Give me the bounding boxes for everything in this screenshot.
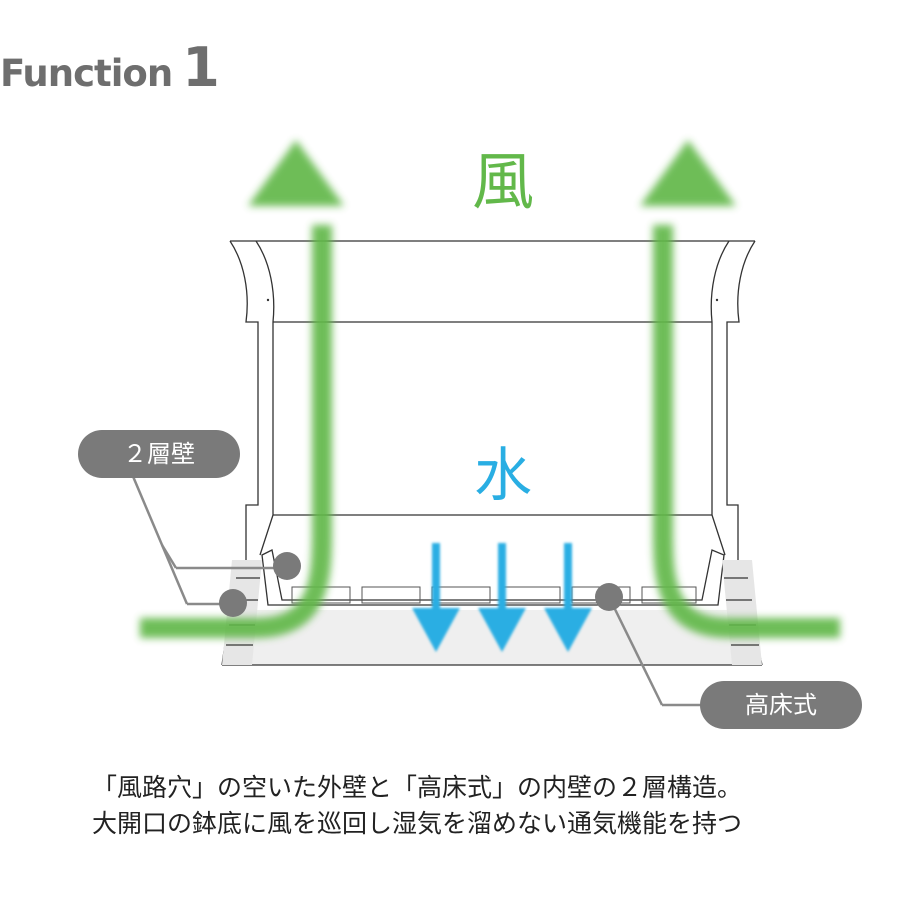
rim-dot-left bbox=[266, 298, 270, 302]
inner-wall-right bbox=[710, 240, 730, 556]
outer-wall-left bbox=[221, 240, 259, 666]
callout-raised-floor-pill bbox=[700, 681, 862, 729]
inner-wall-left bbox=[255, 240, 275, 556]
wind-arrow-right-head bbox=[640, 140, 736, 206]
function-heading-number: 1 bbox=[182, 36, 220, 99]
caption-line-1: 「風路穴」の空いた外壁と「高床式」の内壁の２層構造。 bbox=[92, 773, 743, 802]
water-flow bbox=[412, 543, 592, 652]
callout-double-wall: ２層壁 bbox=[78, 430, 301, 617]
water-label: 水 bbox=[474, 441, 532, 509]
caption-line-2: 大開口の鉢底に風を巡回し湿気を溜めない通気機能を持つ bbox=[92, 809, 743, 838]
rim-dot-right bbox=[715, 298, 719, 302]
outer-wall-right bbox=[726, 240, 763, 666]
wind-arrow-left-path bbox=[140, 225, 332, 638]
callout-raised-floor-label: 高床式 bbox=[745, 691, 817, 719]
callout-double-wall-pill bbox=[78, 430, 240, 478]
callout-raised-floor: 高床式 bbox=[595, 583, 862, 729]
wind-label: 風 bbox=[472, 145, 534, 218]
water-arrow-1 bbox=[412, 543, 460, 652]
callout-dot-outer-wall bbox=[219, 589, 247, 617]
pot-base-fill bbox=[222, 610, 762, 665]
callout-dot-raised-floor bbox=[595, 583, 623, 611]
function-heading-word: Function bbox=[0, 52, 173, 95]
wind-flow bbox=[140, 140, 840, 638]
wind-arrow-left-head bbox=[248, 140, 344, 206]
water-arrow-2 bbox=[478, 543, 526, 652]
caption: 「風路穴」の空いた外壁と「高床式」の内壁の２層構造。 大開口の鉢底に風を巡回し湿… bbox=[92, 770, 892, 842]
callout-dot-inner-wall bbox=[273, 552, 301, 580]
water-arrow-3 bbox=[544, 543, 592, 652]
wind-arrow-right-path bbox=[653, 225, 840, 638]
callout-double-wall-label: ２層壁 bbox=[123, 440, 195, 468]
